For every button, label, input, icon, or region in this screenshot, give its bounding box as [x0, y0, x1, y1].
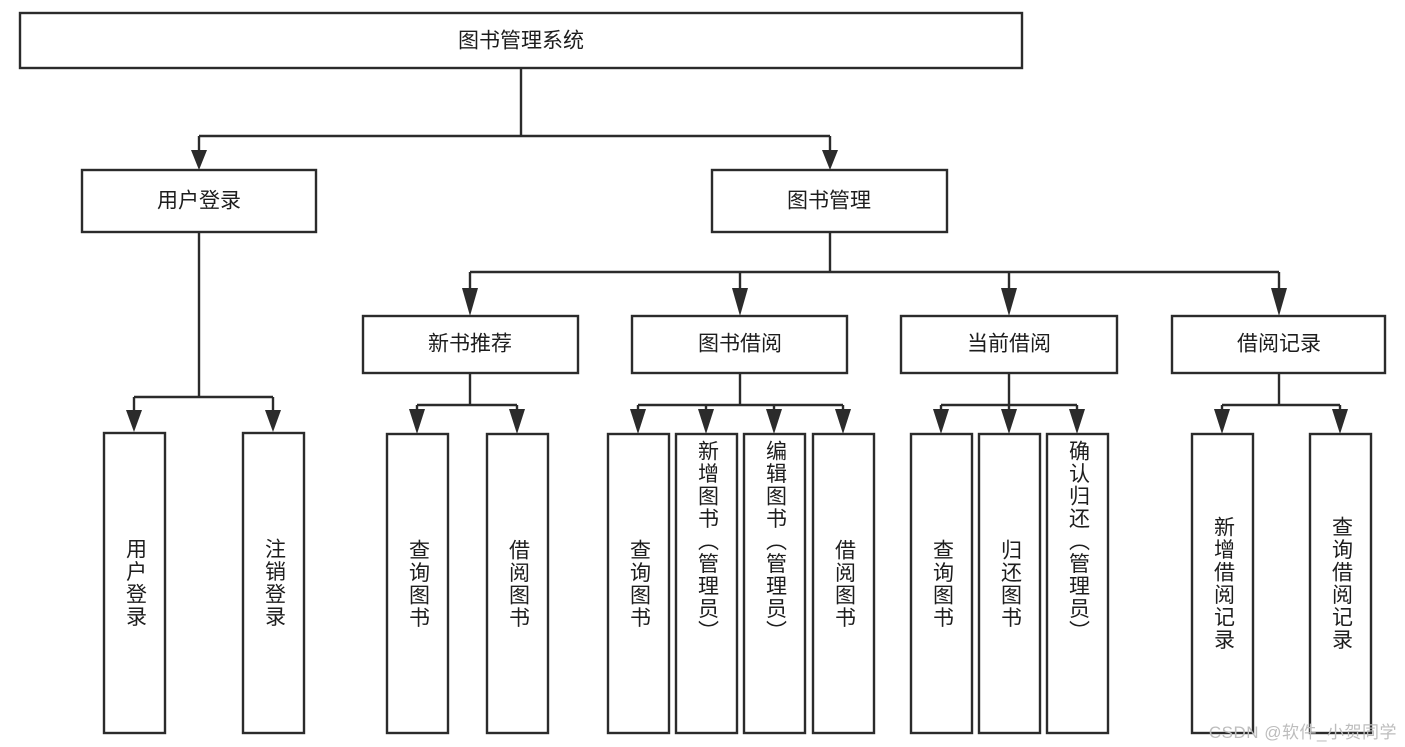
node-leaf-nb-borrow-book[interactable]: [485, 432, 550, 735]
node-current-borrow[interactable]: [899, 314, 1119, 375]
arrow-leaf-bb-edit: [766, 409, 782, 434]
csdn-watermark: CSDN @软件_小贺同学: [1208, 723, 1397, 742]
arrow-leaf-bb-borrow: [835, 409, 851, 434]
node-new-book-recommend[interactable]: [361, 314, 580, 375]
node-leaf-bb-query-book[interactable]: [606, 432, 671, 735]
node-leaf-bb-add-book[interactable]: [674, 432, 739, 735]
node-current-borrow-label: 当前借阅: [967, 333, 1051, 356]
node-book-manage[interactable]: [710, 168, 949, 234]
node-leaf-cb-query-book[interactable]: [909, 432, 974, 735]
connector-layer: [126, 68, 1348, 434]
arrow-leaf-br-add: [1214, 409, 1230, 434]
node-book-manage-label: 图书管理: [787, 190, 871, 213]
arrow-leaf-nb-borrow: [509, 409, 525, 434]
node-user-login[interactable]: [80, 168, 318, 234]
node-leaf-br-add-record[interactable]: [1190, 432, 1255, 735]
arrow-leaf-nb-query: [409, 409, 425, 434]
arrow-to-book-manage: [822, 150, 838, 170]
node-book-borrow[interactable]: [630, 314, 849, 375]
arrow-leaf-cb-confirm: [1069, 409, 1085, 434]
node-leaf-cb-confirm-return[interactable]: [1045, 432, 1110, 735]
node-leaf-user-login[interactable]: [102, 431, 167, 735]
arrow-to-book-borrow: [732, 288, 748, 316]
node-root[interactable]: [18, 11, 1024, 70]
node-leaf-bb-borrow-book[interactable]: [811, 432, 876, 735]
node-leaf-br-query-record[interactable]: [1308, 432, 1373, 735]
arrow-to-new-book: [462, 288, 478, 316]
node-new-book-recommend-label: 新书推荐: [428, 333, 512, 356]
arrow-leaf-br-query: [1332, 409, 1348, 434]
node-borrow-record[interactable]: [1170, 314, 1387, 375]
arrow-leaf-logout: [265, 410, 281, 432]
arrow-leaf-cb-query: [933, 409, 949, 434]
node-book-borrow-label: 图书借阅: [698, 333, 782, 356]
node-root-label: 图书管理系统: [458, 30, 584, 53]
arrow-leaf-user-login: [126, 410, 142, 432]
node-leaf-bb-edit-book[interactable]: [742, 432, 807, 735]
arrow-to-user-login: [191, 150, 207, 170]
arrow-leaf-cb-return: [1001, 409, 1017, 434]
arrow-leaf-bb-add: [698, 409, 714, 434]
arrow-to-borrow-record: [1271, 288, 1287, 316]
node-leaf-nb-query-book[interactable]: [385, 432, 450, 735]
node-leaf-logout[interactable]: [241, 431, 306, 735]
arrow-leaf-bb-query: [630, 409, 646, 434]
node-borrow-record-label: 借阅记录: [1237, 333, 1321, 356]
node-user-login-label: 用户登录: [157, 190, 241, 213]
node-leaf-cb-return-book[interactable]: [977, 432, 1042, 735]
arrow-to-current-borrow: [1001, 288, 1017, 316]
node-layer: 图书管理系统 用户登录 图书管理 新书推荐 图书借阅 当前借阅 借阅记录: [18, 11, 1387, 735]
